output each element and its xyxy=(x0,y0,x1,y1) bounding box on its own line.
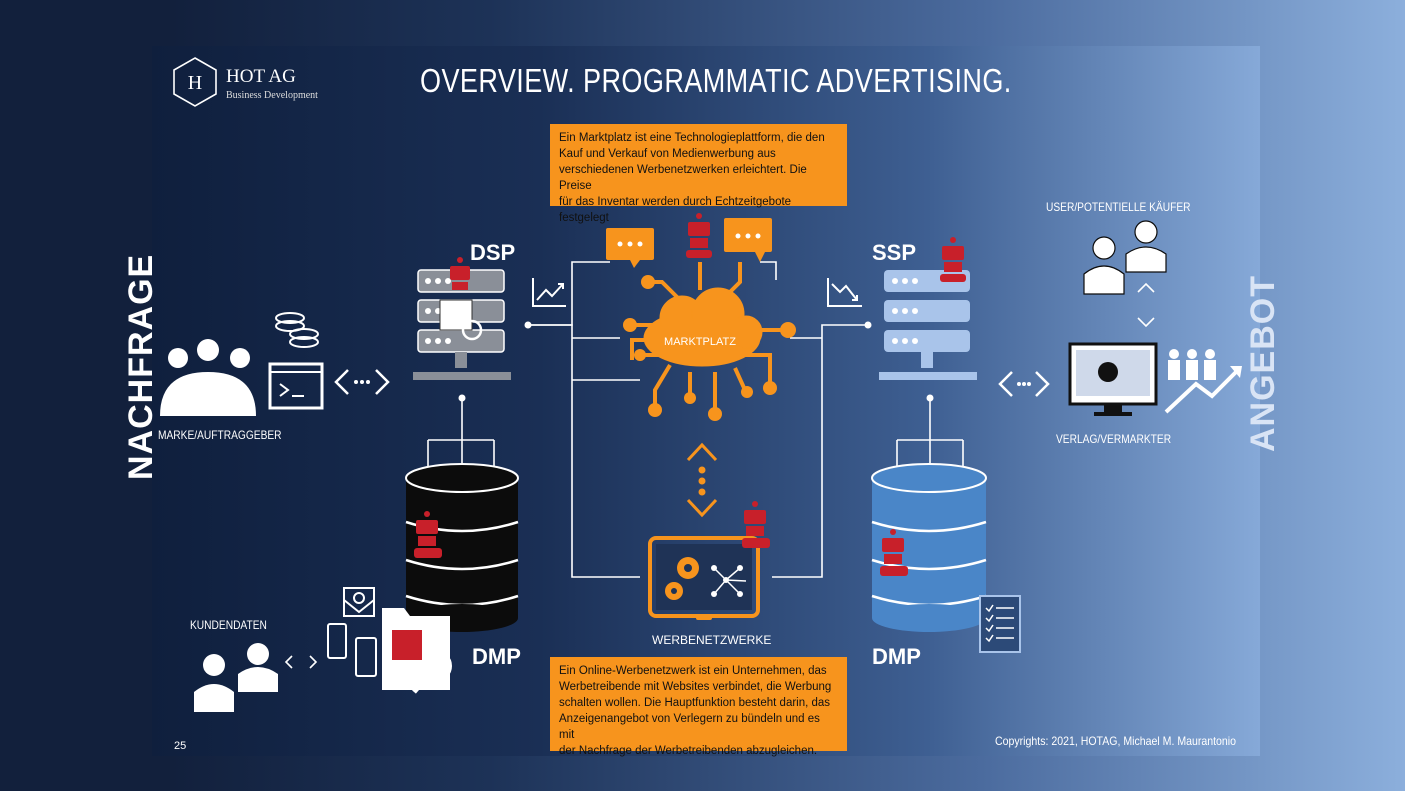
angebot-label: ANGEBOT xyxy=(1244,275,1282,452)
checklist-icon xyxy=(979,595,1021,653)
text-line: der Nachfrage der Werbetreibenden abzugl… xyxy=(559,745,818,757)
text-line: für das Inventar werden durch Echtzeitge… xyxy=(559,196,792,224)
double-arrow-horizontal-icon xyxy=(998,371,1050,397)
robot-icon xyxy=(686,213,712,258)
page-title: OVERVIEW. PROGRAMMATIC ADVERTISING. xyxy=(420,62,1012,99)
copyright-text: Copyrights: 2021, HOTAG, Michael M. Maur… xyxy=(995,734,1237,748)
user-label: USER/POTENTIELLE KÄUFER xyxy=(1046,200,1191,214)
publisher-monitor-icon xyxy=(1068,342,1158,416)
terminal-icon xyxy=(268,362,324,410)
text-line: Ein Marktplatz ist eine Technologieplatt… xyxy=(559,132,825,144)
dsp-server-icon xyxy=(413,269,511,380)
robot-icon xyxy=(414,511,442,558)
text-line: Kauf und Verkauf von Medienwerbung aus xyxy=(559,148,776,160)
smartphone-icon xyxy=(327,623,377,677)
logo-tagline: Business Development xyxy=(226,90,318,101)
customers-icon xyxy=(194,643,278,712)
dmp-left-database-icon xyxy=(405,463,519,632)
hotag-logo-icon: H xyxy=(173,57,217,107)
double-arrow-vertical-icon xyxy=(686,442,718,518)
email-icon xyxy=(343,587,375,617)
ssp-server-icon xyxy=(879,270,977,380)
logo-name: HOT AG xyxy=(226,66,296,87)
marktplatz-cloud-icon xyxy=(623,262,796,421)
text-line: schalten wollen. Die Hauptfunktion beste… xyxy=(559,697,831,709)
werbenetzwerke-monitor-icon xyxy=(648,536,760,620)
robot-icon xyxy=(940,237,966,282)
user-buyers-icon xyxy=(1083,220,1167,295)
folder-search-icon xyxy=(382,608,452,694)
team-group-icon xyxy=(160,339,256,416)
text-line: Anzeigenangebot von Verlegern zu bündeln… xyxy=(559,713,820,741)
chat-bubble-icon xyxy=(606,228,654,268)
robot-icon xyxy=(742,501,770,548)
marktplatz-label: MARKTPLATZ xyxy=(664,336,736,348)
coins-icon xyxy=(275,312,319,348)
werbenetzwerke-label: WERBENETZWERKE xyxy=(652,633,771,647)
chat-bubble-icon xyxy=(724,218,772,262)
text-line: Ein Online-Werbenetzwerk ist ein Unterne… xyxy=(559,665,827,677)
text-line: verschiedenen Werbenetzwerken erleichter… xyxy=(559,164,807,192)
double-arrow-horizontal-icon xyxy=(334,369,390,395)
robot-icon xyxy=(880,529,908,576)
nachfrage-label: NACHFRAGE xyxy=(122,253,160,480)
audience-growth-icon xyxy=(1164,349,1242,414)
ssp-label: SSP xyxy=(872,240,916,265)
verlag-label: VERLAG/VERMARKTER xyxy=(1056,432,1172,446)
robot-icon xyxy=(450,257,470,290)
logo-letter: H xyxy=(188,72,202,94)
text-line: Werbetreibende mit Websites verbindet, d… xyxy=(559,681,832,693)
dmp-left-label: DMP xyxy=(472,644,521,669)
double-arrow-vertical-icon xyxy=(1137,282,1155,328)
kundendaten-label: KUNDENDATEN xyxy=(190,618,267,632)
dmp-right-label: DMP xyxy=(872,644,921,669)
marke-label: MARKE/AUFTRAGGEBER xyxy=(158,428,282,442)
marktplatz-description-box: Ein Marktplatz ist eine Technologieplatt… xyxy=(550,124,847,224)
trend-up-icon xyxy=(532,278,566,307)
double-arrow-horizontal-icon xyxy=(284,655,318,669)
dsp-label: DSP xyxy=(470,240,515,265)
trend-down-icon xyxy=(827,278,862,307)
page-number: 25 xyxy=(174,740,187,752)
werbenetzwerk-description-box: Ein Online-Werbenetzwerk ist ein Unterne… xyxy=(550,657,847,757)
